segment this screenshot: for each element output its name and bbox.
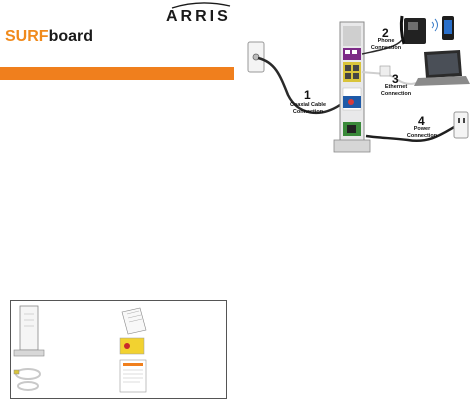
coax-wall-outlet-icon [247,41,265,73]
label-1-text: Coaxial Cable Connection [278,102,338,116]
power-wall-outlet-icon [453,111,469,139]
label-2-number: 2 [382,26,389,40]
mobile-phone-icon [442,16,454,40]
label-3-line1: Ethernet [384,84,408,90]
modem-back-panel-icon [333,21,371,153]
label-1-line2: Connection [292,109,324,115]
label-4-text: Power Connection [400,126,444,140]
label-1-number: 1 [304,88,311,102]
label-3-line2: Connection [380,91,412,97]
laptop-icon [414,50,470,86]
desk-phone-icon [399,15,426,45]
label-2-line2: Connection [370,45,402,51]
package-contents-box [10,300,227,399]
surfboard-logo-part2: board [48,28,94,45]
arris-swoosh-icon [171,2,231,9]
warranty-sheet-icon [119,359,147,393]
arris-logo: ARRIS [166,8,231,25]
label-3-text: Ethernet Connection [376,84,416,98]
label-1-line1: Coaxial Cable [289,102,327,108]
label-4-line1: Power [413,126,431,132]
label-2-text: Phone Connection [366,38,406,52]
surfboard-logo-part1: SURF [5,28,49,45]
power-cable-icon [365,124,457,143]
section-header-bar [0,67,234,80]
label-2-line1: Phone [377,38,395,44]
wireless-signal-icon [431,18,438,32]
surfboard-logo: SURFboard [5,28,93,46]
label-4-number: 4 [418,114,425,128]
sticker-icon [119,337,145,355]
phone-cable-icon [361,39,403,55]
ethernet-cable-coil-icon [13,368,41,391]
coax-cable-icon [257,56,341,115]
quick-start-guide-icon [121,307,147,335]
cable-modem-icon [13,305,45,357]
label-3-number: 3 [392,72,399,86]
label-4-line2: Connection [406,133,438,139]
